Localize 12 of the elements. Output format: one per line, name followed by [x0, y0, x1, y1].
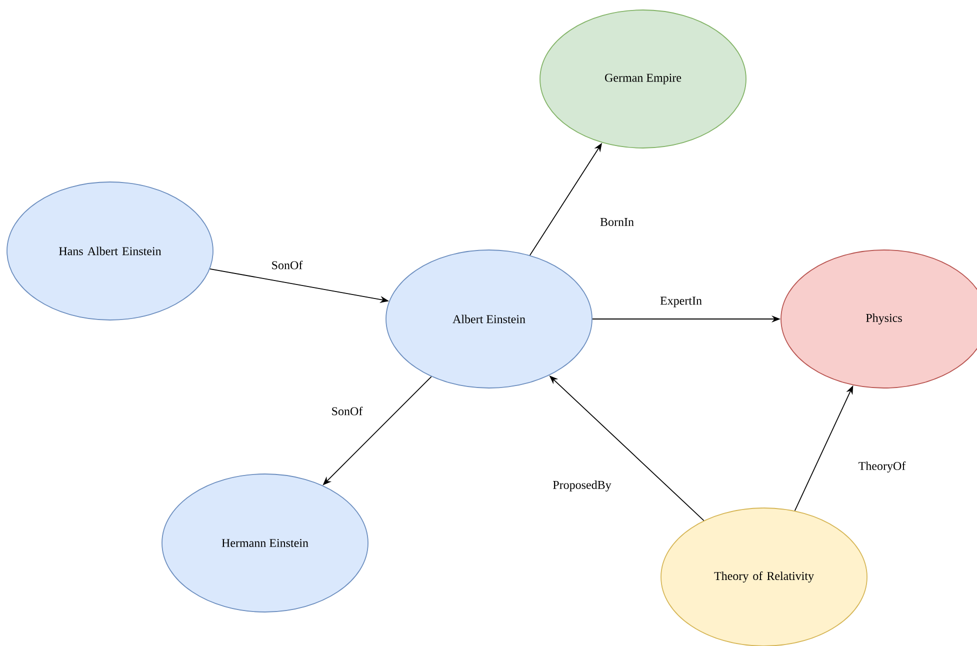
- edge-label: TheoryOf: [858, 461, 906, 473]
- edge-label: SonOf: [272, 260, 303, 270]
- ellipse-node: Physics: [780, 250, 977, 388]
- ellipse-node: Albert Einstein: [386, 250, 592, 388]
- ellipse-node: German Empire: [540, 10, 746, 148]
- ellipse-node: Theory of Relativity: [660, 508, 868, 646]
- ellipse-node: Hans Albert Einstein: [6, 182, 214, 320]
- edge-label: ProposedBy: [553, 480, 612, 492]
- edge-label: BornIn: [600, 218, 634, 226]
- ellipse-node: Hermann Einstein: [162, 474, 368, 612]
- edge-label: SonOf: [332, 406, 363, 416]
- edge-label: ExpertIn: [660, 296, 702, 308]
